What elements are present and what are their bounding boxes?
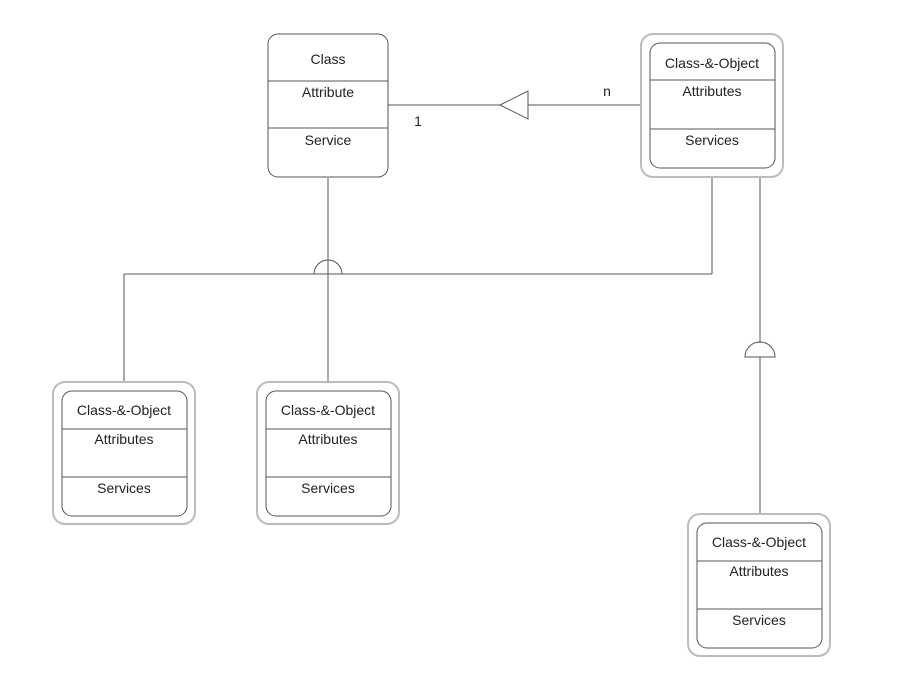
object-name: Class-&-Object	[281, 402, 375, 418]
connectors	[123, 90, 776, 523]
class-box[interactable]: Class Attribute Service	[267, 33, 389, 178]
object-services: Services	[301, 480, 355, 496]
class-attribute: Attribute	[302, 84, 354, 100]
object-services: Services	[732, 612, 786, 628]
multiplicity-many: n	[603, 83, 611, 99]
class-object-box[interactable]: Class-&-Object Attributes Services	[640, 33, 784, 178]
association-triangle	[498, 90, 529, 120]
class-service: Service	[305, 132, 352, 148]
gen-spec-semicircle	[313, 259, 343, 275]
gen-spec-semicircle-right	[744, 341, 776, 358]
class-object-box[interactable]: Class-&-Object Attributes Services	[52, 381, 196, 525]
object-name: Class-&-Object	[665, 55, 759, 71]
class-name: Class	[310, 51, 345, 67]
object-attributes: Attributes	[94, 431, 153, 447]
object-services: Services	[685, 132, 739, 148]
object-attributes: Attributes	[729, 563, 788, 579]
object-name: Class-&-Object	[712, 534, 806, 550]
object-services: Services	[97, 480, 151, 496]
object-attributes: Attributes	[298, 431, 357, 447]
class-object-box[interactable]: Class-&-Object Attributes Services	[256, 381, 400, 525]
object-name: Class-&-Object	[77, 402, 171, 418]
class-object-box[interactable]: Class-&-Object Attributes Services	[687, 513, 831, 657]
object-attributes: Attributes	[682, 83, 741, 99]
multiplicity-one: 1	[414, 113, 422, 129]
